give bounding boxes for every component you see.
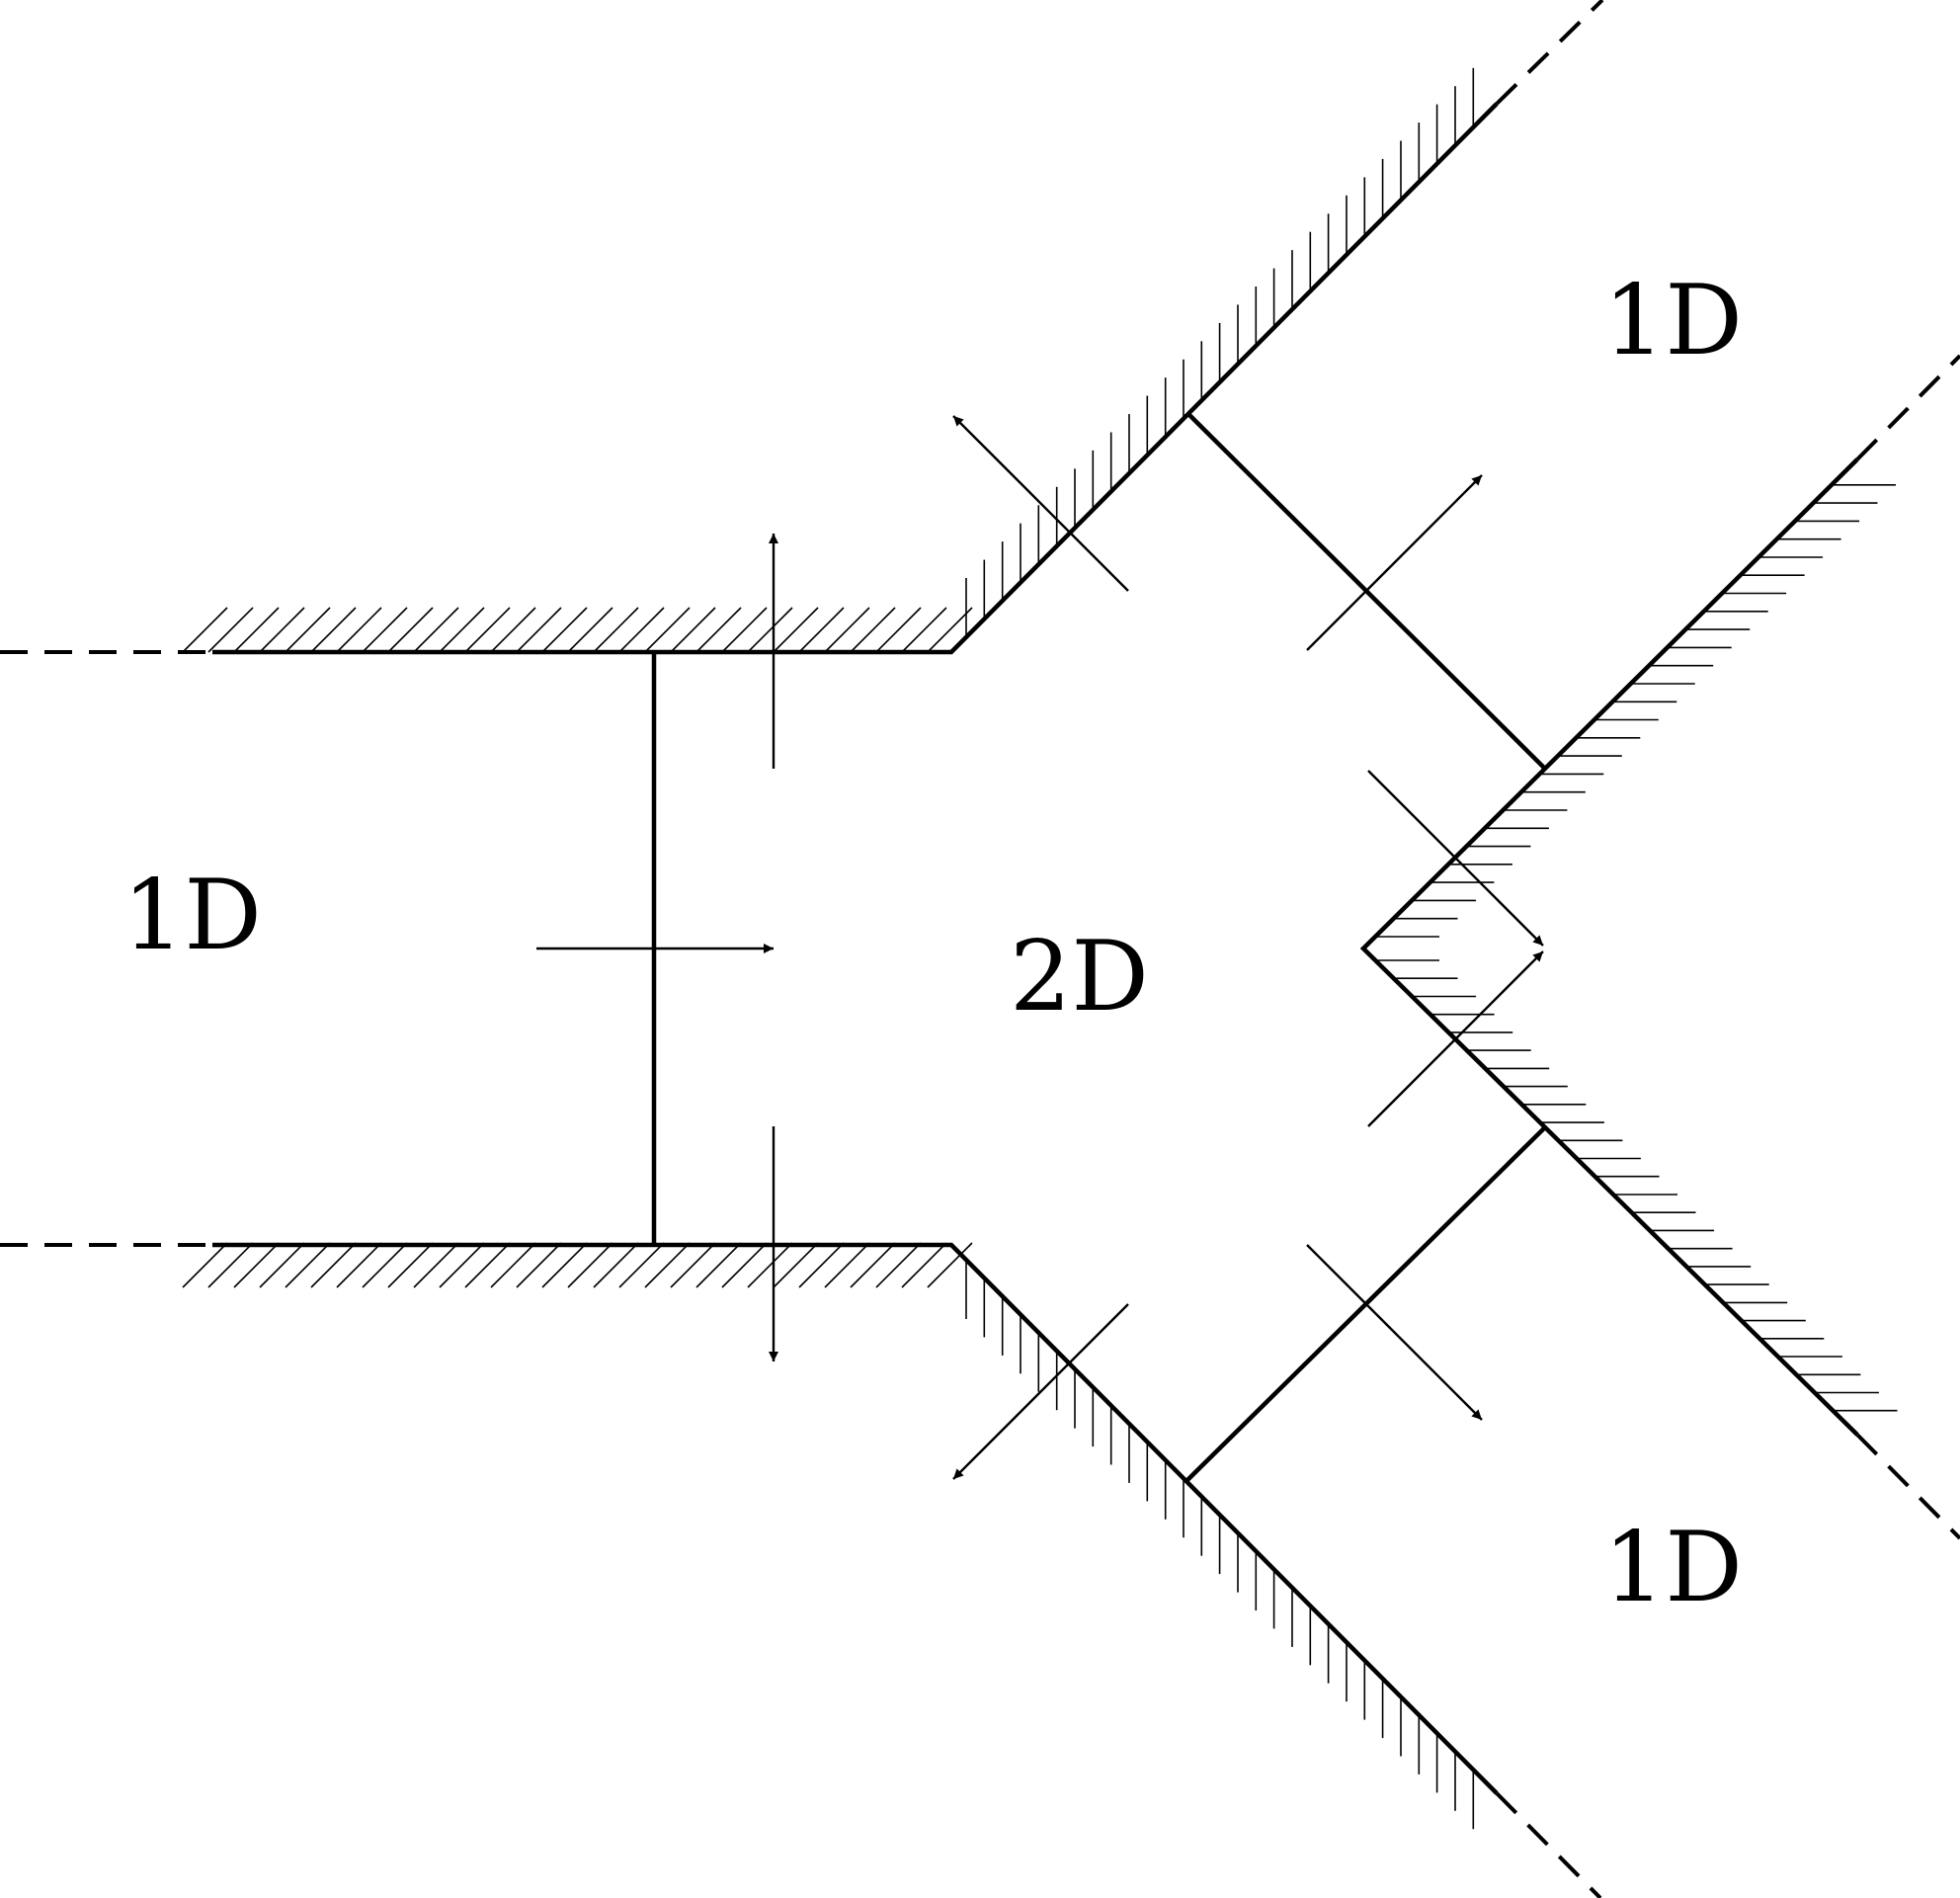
hatch-mark: [387, 1242, 434, 1288]
hatch-mark: [850, 607, 896, 653]
upper-inner-dashed-line: [1855, 354, 1960, 461]
hatch-mark: [336, 607, 382, 653]
hatch-mark: [310, 607, 357, 653]
hatch-mark: [695, 607, 742, 653]
hatch-mark: [695, 1242, 742, 1288]
hatch-mark: [413, 607, 459, 653]
hatch-mark: [207, 1242, 254, 1288]
hatch-mark: [182, 1242, 228, 1288]
hatch-mark: [747, 607, 793, 653]
hatch-mark: [207, 607, 254, 653]
hatch-mark: [541, 1242, 588, 1288]
hatch-mark: [516, 607, 562, 653]
hatch-mark: [567, 1242, 613, 1288]
upper-outer-wall-normal-arrow: [952, 415, 1129, 592]
hatch-mark: [567, 607, 613, 653]
normal-arrows: [536, 415, 1544, 1480]
hatch-mark: [362, 607, 408, 653]
upper-branch-interface-arrow: [1306, 474, 1483, 651]
hatch-mark: [824, 607, 870, 653]
hatch-mark: [875, 1242, 922, 1288]
hatch-mark: [439, 1242, 485, 1288]
hatch-mark: [259, 607, 305, 653]
hatch-mark: [927, 607, 973, 653]
lower-branch-outer-wall-hatching: [965, 1260, 1475, 1830]
upper-branch-outer-wall-hatching: [965, 67, 1475, 637]
junction-region-label: 2D: [1010, 921, 1149, 1033]
hatch-mark: [927, 1242, 973, 1288]
hatch-mark: [618, 607, 665, 653]
hatch-mark: [593, 607, 639, 653]
hatch-mark: [413, 1242, 459, 1288]
hatch-mark: [490, 607, 536, 653]
hatch-mark: [644, 1242, 691, 1288]
hatch-mark: [798, 607, 845, 653]
lower-branch-region-label: 1D: [1603, 1512, 1743, 1624]
lower-outer-wall-normal-arrow: [952, 1303, 1129, 1480]
inner-lower-wall-normal-arrow: [1367, 950, 1544, 1127]
hatch-mark: [721, 607, 768, 653]
hatch-mark: [670, 607, 716, 653]
hatch-mark: [490, 1242, 536, 1288]
hatch-mark: [901, 607, 947, 653]
hatch-mark: [670, 1242, 716, 1288]
hatch-mark: [233, 607, 280, 653]
hatch-mark: [773, 1242, 819, 1288]
lower-inner-dashed-line: [1855, 1433, 1960, 1540]
hatch-mark: [850, 1242, 896, 1288]
hatch-mark: [310, 1242, 357, 1288]
hatch-mark: [336, 1242, 382, 1288]
hatch-mark: [285, 1242, 331, 1288]
hatch-mark: [798, 1242, 845, 1288]
hatch-mark: [259, 1242, 305, 1288]
inlet-region-label: 1D: [122, 860, 262, 972]
hatch-mark: [516, 1242, 562, 1288]
hatch-mark: [464, 1242, 511, 1288]
hatch-mark: [439, 607, 485, 653]
inner-upper-wall-normal-arrow: [1367, 770, 1544, 947]
upper-outer-wall: [212, 102, 1499, 655]
upper-branch-inner-wall-hatching: [1375, 483, 1896, 938]
hatch-mark: [618, 1242, 665, 1288]
walls: [212, 102, 1859, 1795]
hatch-mark: [362, 1242, 408, 1288]
lower-branch-inner-wall-hatching: [1375, 959, 1898, 1412]
hatch-mark: [901, 1242, 947, 1288]
hatch-mark: [387, 607, 434, 653]
hatch-mark: [773, 607, 819, 653]
upper-branch-region-label: 1D: [1603, 265, 1743, 377]
lower-outer-dashed-line: [1495, 1791, 1602, 1898]
inlet-top-wall-hatching: [182, 607, 973, 653]
inlet-bottom-wall-hatching: [182, 1242, 973, 1288]
hatch-mark: [824, 1242, 870, 1288]
hatch-mark: [644, 607, 691, 653]
hatch-mark: [233, 1242, 280, 1288]
lower-branch-interface-arrow: [1306, 1244, 1483, 1421]
hatch-mark: [182, 607, 228, 653]
hatch-mark: [747, 1242, 793, 1288]
hatch-mark: [464, 607, 511, 653]
hatch-mark: [541, 607, 588, 653]
hatch-mark: [875, 607, 922, 653]
lower-outer-wall: [212, 1242, 1499, 1795]
hatch-mark: [721, 1242, 768, 1288]
inner-wedge-wall: [1359, 457, 1859, 1437]
hatch-mark: [285, 607, 331, 653]
upper-outer-dashed-line: [1495, 0, 1604, 106]
hatch-mark: [593, 1242, 639, 1288]
